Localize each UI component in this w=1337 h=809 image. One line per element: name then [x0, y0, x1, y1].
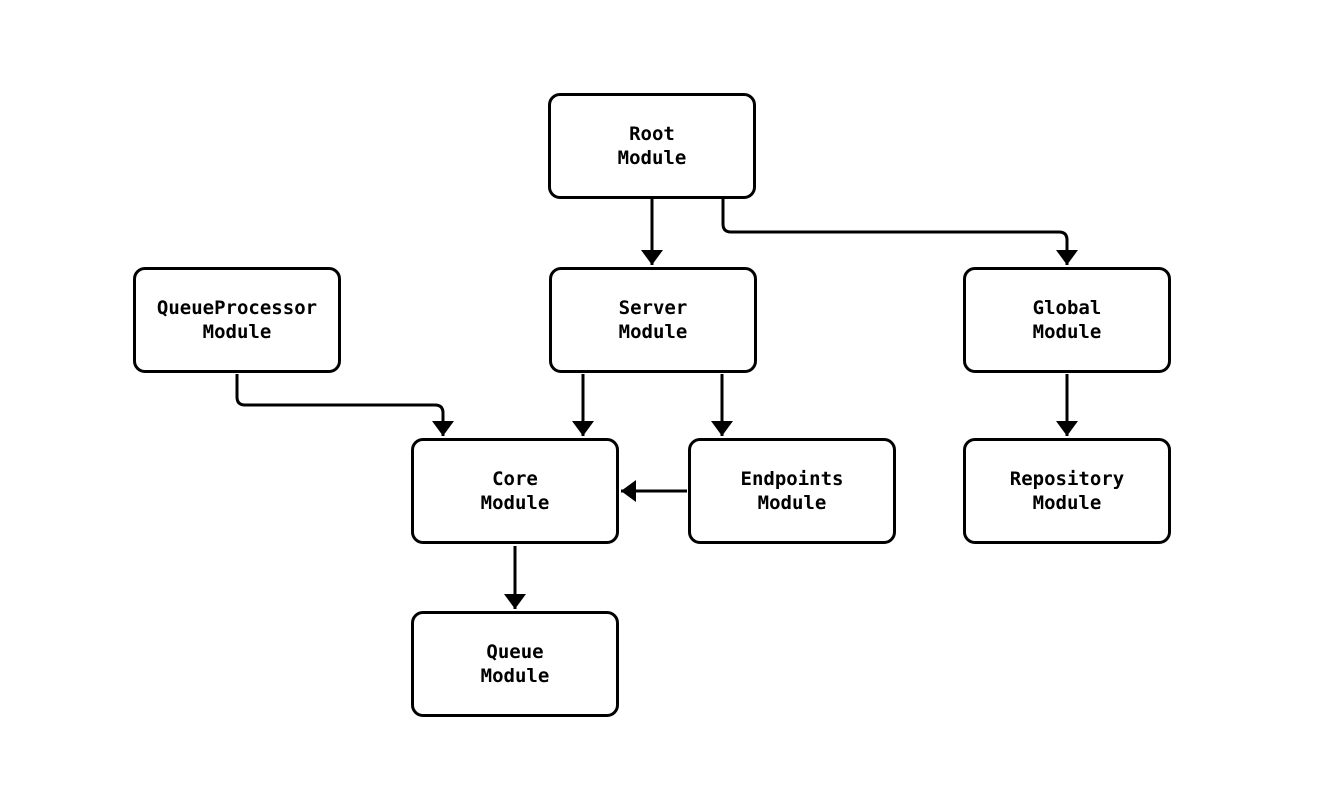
node-repository-module: Repository Module: [963, 438, 1171, 544]
edge-queueprocessor-to-core: [235, 374, 454, 436]
node-server-module-label: Server Module: [618, 297, 688, 343]
node-root-module-label: Root Module: [617, 123, 687, 169]
edge-root-to-global: [721, 199, 1078, 265]
node-repository-module-label: Repository Module: [1009, 468, 1125, 514]
node-global-module-label: Global Module: [1032, 297, 1102, 343]
node-root-module: Root Module: [548, 93, 756, 199]
node-queue-module-label: Queue Module: [480, 641, 550, 687]
node-server-module: Server Module: [549, 267, 757, 373]
node-core-module-label: Core Module: [480, 468, 550, 514]
node-global-module: Global Module: [963, 267, 1171, 373]
node-core-module: Core Module: [411, 438, 619, 544]
node-queueprocessor-module: QueueProcessor Module: [133, 267, 341, 373]
node-queueprocessor-module-label: QueueProcessor Module: [156, 297, 318, 343]
node-queue-module: Queue Module: [411, 611, 619, 717]
node-endpoints-module-label: Endpoints Module: [740, 468, 844, 514]
node-endpoints-module: Endpoints Module: [688, 438, 896, 544]
